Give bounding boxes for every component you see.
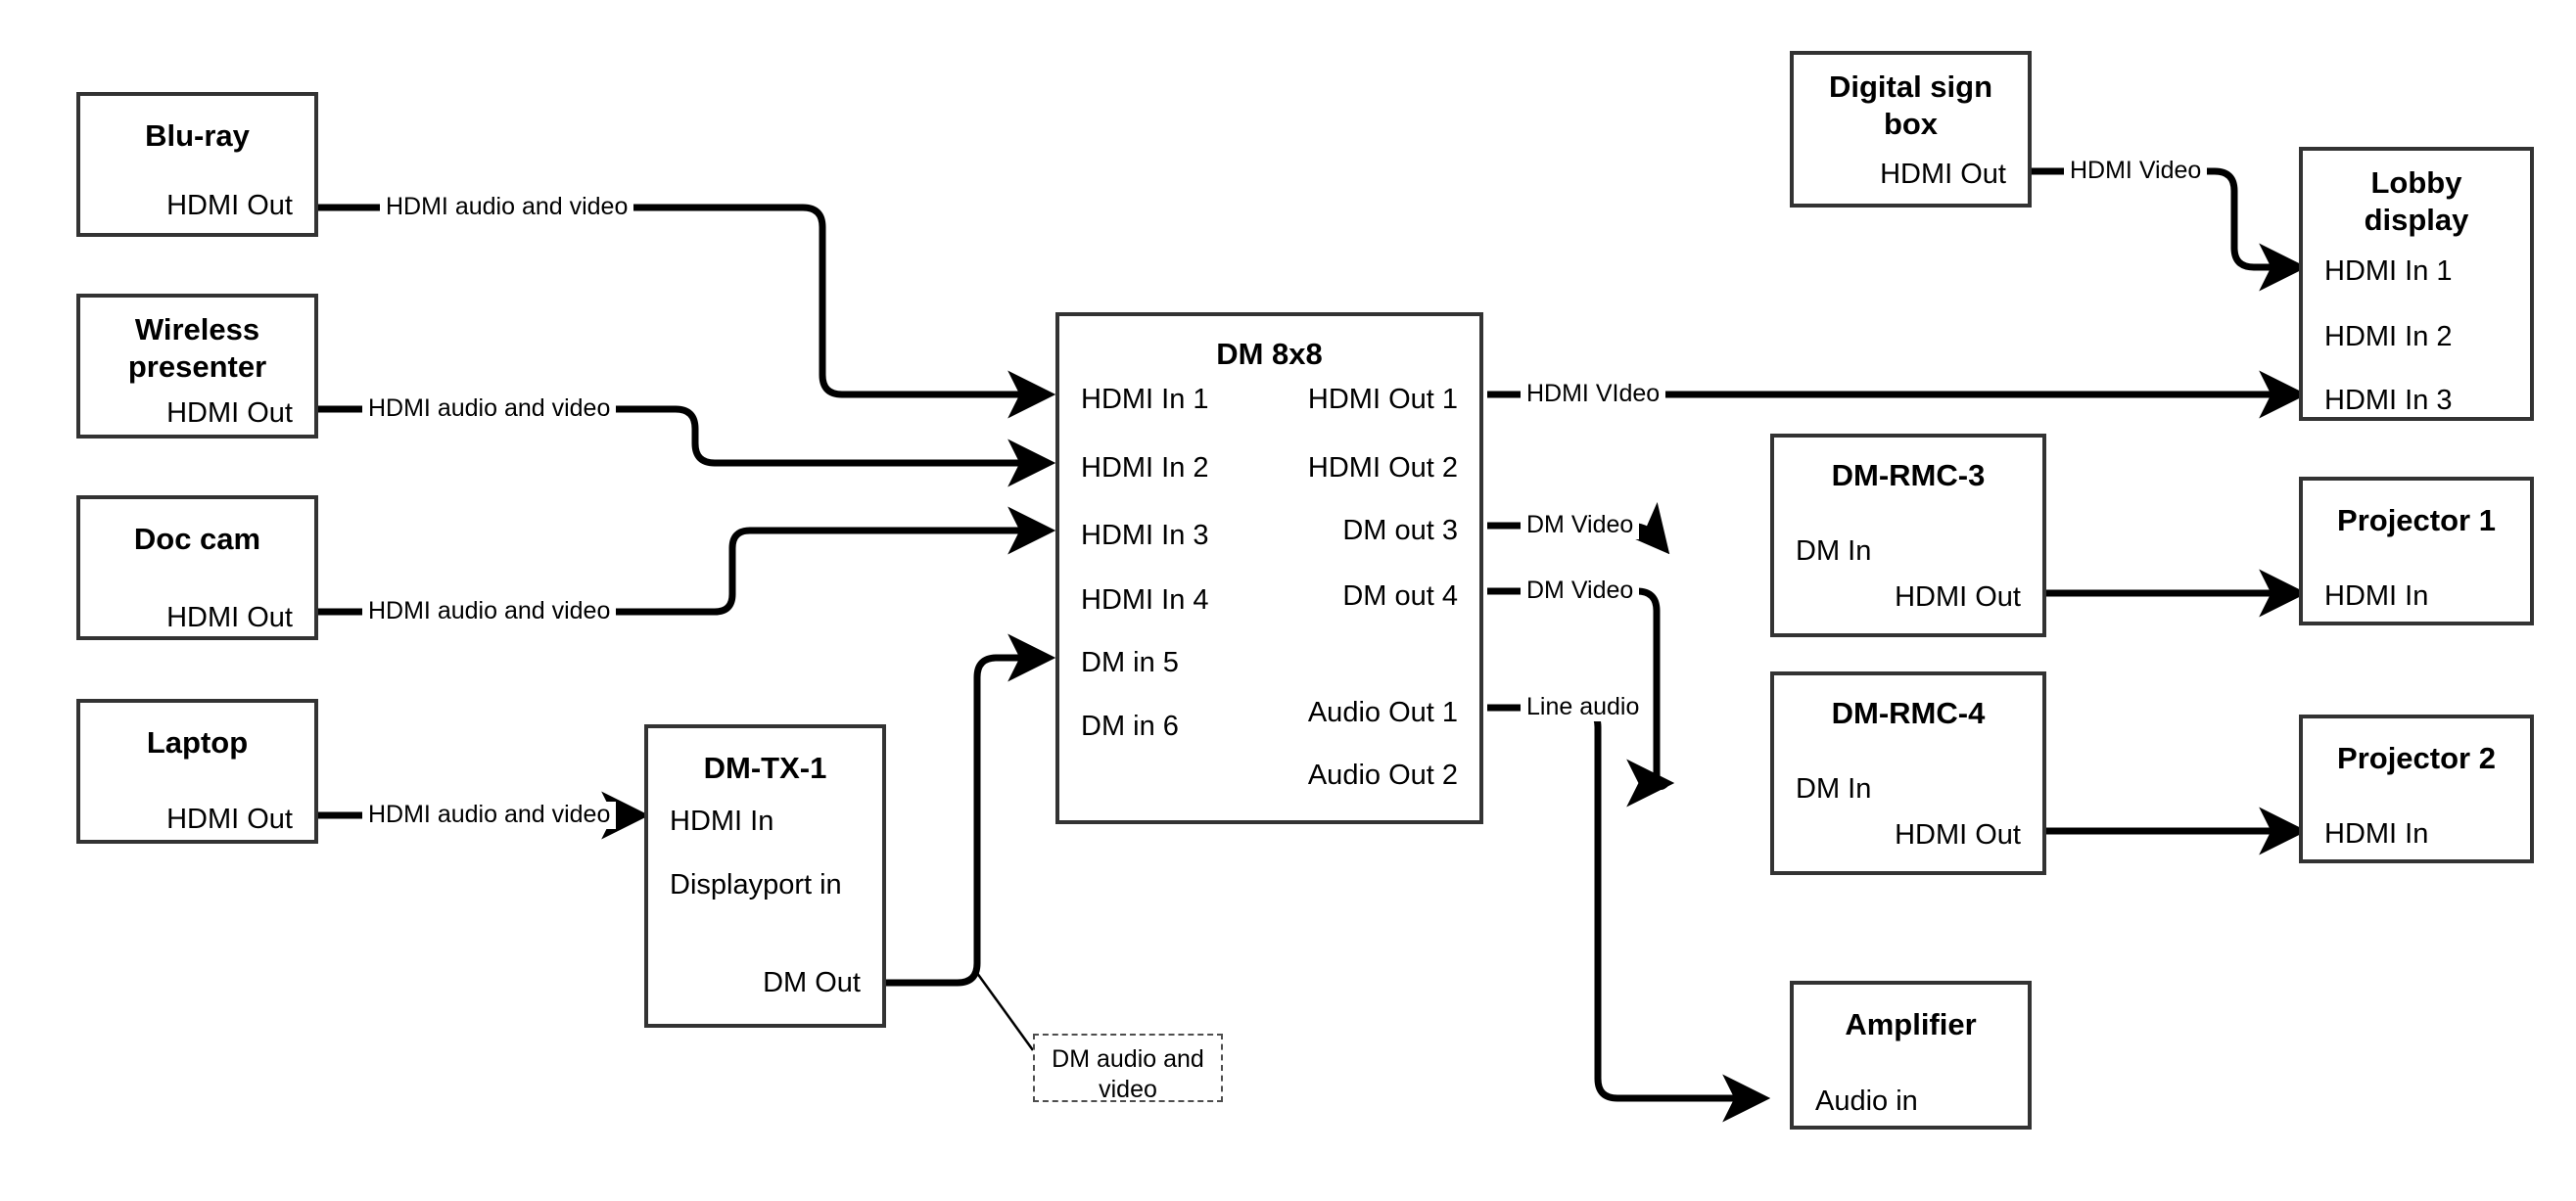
node-laptop-port-hdmi-out: HDMI Out	[166, 804, 293, 835]
node-projector-1[interactable]: Projector 1 HDMI In	[2299, 477, 2534, 625]
node-bluray-port-hdmi-out: HDMI Out	[166, 190, 293, 221]
node-wireless-presenter-port-hdmi-out: HDMI Out	[166, 397, 293, 429]
node-laptop[interactable]: Laptop HDMI Out	[76, 699, 318, 844]
edge-label-doccam-to-dm: HDMI audio and video	[362, 597, 617, 625]
wire-doccam-to-dm-hdmi-in-3	[318, 506, 1056, 616]
node-doc-cam[interactable]: Doc cam HDMI Out	[76, 495, 318, 640]
node-lobby-display-input-hdmi-in-3: HDMI In 3	[2324, 385, 2453, 416]
edge-label-dm-out-4-to-dmrmc4: DM Video	[1521, 577, 1640, 605]
node-dm-8x8-output-audio-out-1: Audio Out 1	[1307, 697, 1458, 728]
node-lobby-display-title-line1: Lobby	[2370, 165, 2462, 200]
node-digital-sign-box-title-line1: Digital sign	[1828, 69, 1993, 104]
node-dm-8x8-output-hdmi-out-2: HDMI Out 2	[1307, 452, 1458, 484]
node-dm-8x8-title: DM 8x8	[1216, 337, 1323, 371]
callout-dm-audio-and-video: DM audio and video	[1033, 1034, 1223, 1104]
node-projector-2-port-hdmi-in: HDMI In	[2324, 818, 2429, 850]
edge-label-digitalsign-to-lobby: HDMI Video	[2064, 157, 2208, 185]
node-amplifier-title: Amplifier	[1845, 1007, 1977, 1041]
callout-dm-audio-and-video-line2: video	[1099, 1076, 1157, 1104]
edge-label-audio-out-1-to-amplifier: Line audio	[1521, 693, 1646, 721]
wire-wireless-to-dm-hdmi-in-2	[318, 405, 1056, 487]
node-dm-rmc-3[interactable]: DM-RMC-3 DM In HDMI Out	[1770, 434, 2046, 637]
node-dm-tx-1-port-displayport-in: Displayport in	[670, 869, 842, 901]
node-lobby-display[interactable]: Lobby display HDMI In 1 HDMI In 2 HDMI I…	[2299, 147, 2534, 421]
node-amplifier-port-audio-in: Audio in	[1815, 1086, 1918, 1117]
node-dm-rmc-3-port-dm-in: DM In	[1796, 535, 1872, 567]
wire-bluray-to-dm-hdmi-in-1	[318, 204, 1056, 419]
node-dm-tx-1-port-hdmi-in: HDMI In	[670, 806, 774, 837]
node-projector-2[interactable]: Projector 2 HDMI In	[2299, 715, 2534, 863]
node-dm-rmc-3-title: DM-RMC-3	[1831, 458, 1986, 492]
callout-dm-audio-and-video-line1: DM audio and	[1052, 1045, 1204, 1073]
node-dm-8x8-output-hdmi-out-1: HDMI Out 1	[1307, 384, 1458, 415]
node-doc-cam-title: Doc cam	[133, 522, 261, 556]
node-lobby-display-input-hdmi-in-2: HDMI In 2	[2324, 321, 2453, 352]
node-dm-8x8[interactable]: DM 8x8 HDMI In 1 HDMI In 2 HDMI In 3 HDM…	[1055, 312, 1483, 824]
wire-dm-out-4-to-dmrmc4-dm-in	[1487, 587, 1672, 829]
edge-label-dm-hdmi-out-1-to-lobby: HDMI VIdeo	[1521, 380, 1666, 408]
node-dm-tx-1[interactable]: DM-TX-1 HDMI In Displayport in DM Out	[644, 724, 886, 1028]
node-dm-8x8-output-dm-out-3: DM out 3	[1342, 515, 1458, 546]
edge-label-laptop-to-dmtx1: HDMI audio and video	[362, 801, 617, 829]
edge-label-bluray-to-dm: HDMI audio and video	[380, 193, 634, 221]
node-dm-8x8-input-hdmi-in-3: HDMI In 3	[1081, 520, 1209, 551]
node-projector-1-port-hdmi-in: HDMI In	[2324, 580, 2429, 612]
node-digital-sign-box[interactable]: Digital sign box HDMI Out	[1790, 51, 2032, 208]
node-bluray-title: Blu-ray	[145, 118, 250, 153]
node-dm-8x8-input-hdmi-in-2: HDMI In 2	[1081, 452, 1209, 484]
node-projector-2-title: Projector 2	[2337, 741, 2496, 775]
node-lobby-display-title-line2: display	[2364, 203, 2469, 237]
wire-audio-out-1-to-amplifier	[1487, 704, 1771, 1123]
node-dm-rmc-4-title: DM-RMC-4	[1831, 696, 1986, 730]
node-dm-8x8-input-dm-in-6: DM in 6	[1081, 711, 1179, 742]
wire-digitalsign-to-lobby-hdmi-in-1	[2032, 167, 2308, 292]
node-lobby-display-input-hdmi-in-1: HDMI In 1	[2324, 255, 2453, 287]
leader-dm-audio-video-callout	[972, 968, 1035, 1051]
node-dm-tx-1-port-dm-out: DM Out	[763, 967, 861, 998]
node-dm-8x8-input-hdmi-in-1: HDMI In 1	[1081, 384, 1209, 415]
node-dm-8x8-input-hdmi-in-4: HDMI In 4	[1081, 584, 1209, 616]
node-dm-8x8-output-dm-out-4: DM out 4	[1342, 580, 1458, 612]
node-amplifier[interactable]: Amplifier Audio in	[1790, 981, 2032, 1130]
node-digital-sign-box-port-hdmi-out: HDMI Out	[1880, 159, 2006, 190]
node-dm-tx-1-title: DM-TX-1	[703, 751, 827, 785]
node-wireless-presenter-title-line1: Wireless	[134, 312, 260, 346]
node-wireless-presenter-title-line2: presenter	[127, 349, 267, 384]
node-projector-1-title: Projector 1	[2337, 503, 2496, 537]
node-laptop-title: Laptop	[146, 725, 249, 760]
wire-dmtx1-to-dm-in-5	[886, 633, 1056, 987]
node-dm-rmc-4[interactable]: DM-RMC-4 DM In HDMI Out	[1770, 671, 2046, 875]
node-dm-8x8-output-audio-out-2: Audio Out 2	[1307, 760, 1458, 791]
edge-label-dm-out-3-to-dmrmc3: DM Video	[1521, 511, 1640, 539]
node-dm-rmc-3-port-hdmi-out: HDMI Out	[1895, 581, 2021, 613]
node-bluray[interactable]: Blu-ray HDMI Out	[76, 92, 318, 237]
node-digital-sign-box-title-line2: box	[1883, 107, 1939, 141]
node-doc-cam-port-hdmi-out: HDMI Out	[166, 602, 293, 633]
node-dm-rmc-4-port-dm-in: DM In	[1796, 773, 1872, 805]
edge-label-wireless-to-dm: HDMI audio and video	[362, 394, 617, 423]
node-dm-8x8-input-dm-in-5: DM in 5	[1081, 647, 1179, 678]
node-dm-rmc-4-port-hdmi-out: HDMI Out	[1895, 819, 2021, 851]
node-wireless-presenter[interactable]: Wireless presenter HDMI Out	[76, 294, 318, 439]
